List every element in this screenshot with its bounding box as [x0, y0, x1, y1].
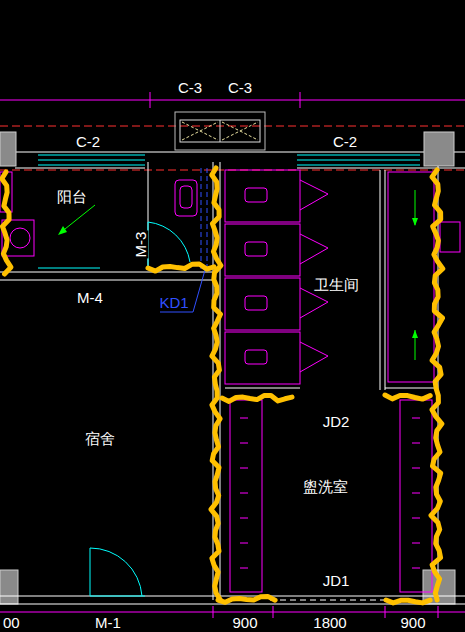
dimension: 900	[399, 615, 426, 630]
door-tag: M-4	[76, 290, 104, 305]
drain-tag: JD1	[322, 573, 351, 588]
stall	[225, 224, 300, 276]
squat-toilet	[245, 350, 267, 364]
basin-tick	[412, 493, 420, 494]
basin-tick	[412, 543, 420, 544]
basin-tick	[240, 493, 248, 494]
window-tag: C-2	[332, 134, 358, 149]
window-tag: C-3	[177, 80, 203, 95]
basin-tick	[412, 468, 420, 469]
basin-tick	[412, 518, 420, 519]
basin-tick	[240, 543, 248, 544]
room-name: 宿舍	[85, 431, 115, 446]
room-name: 卫生间	[314, 277, 359, 292]
stall-door	[300, 180, 328, 210]
highlight-mark	[211, 168, 221, 600]
basin-tick	[240, 518, 248, 519]
room-name: 阳台	[57, 189, 87, 204]
window-tag: C-2	[75, 134, 101, 149]
highlight-mark	[218, 596, 275, 602]
stall-door	[300, 234, 328, 264]
dimension: 1800	[312, 615, 347, 630]
stall-door	[300, 342, 328, 372]
basin-tick	[412, 443, 420, 444]
room: 宿舍	[82, 429, 118, 448]
basin-tick	[412, 418, 420, 419]
basin-tick	[240, 468, 248, 469]
stall	[225, 170, 300, 222]
basin-tick	[240, 443, 248, 444]
window-tag: C-3	[227, 80, 253, 95]
highlight-mark	[2, 172, 11, 274]
highlight-mark	[386, 600, 430, 603]
stall	[225, 278, 300, 330]
dimension: 900	[231, 615, 258, 630]
basin-tick	[240, 418, 248, 419]
stall-door	[300, 288, 328, 318]
door-tag: M-1	[94, 615, 122, 630]
highlight-mark	[222, 396, 292, 402]
highlight-mark	[385, 395, 430, 399]
hole-tag: KD1	[158, 295, 189, 310]
basin-tick	[240, 568, 248, 569]
room: 盥洗室	[300, 477, 351, 496]
basin-tick	[412, 568, 420, 569]
squat-toilet	[245, 296, 267, 310]
door-tag: M-3	[134, 230, 149, 258]
room: 卫生间	[311, 275, 362, 294]
room-name: 盥洗室	[303, 479, 348, 494]
dimension: 00	[2, 615, 21, 630]
squat-toilet	[245, 242, 267, 256]
drain-tag: JD2	[322, 414, 351, 429]
highlight-mark	[148, 264, 214, 271]
room: 阳台	[54, 187, 90, 206]
highlight-mark	[431, 170, 443, 600]
stall	[225, 332, 300, 384]
squat-toilet	[245, 188, 267, 202]
